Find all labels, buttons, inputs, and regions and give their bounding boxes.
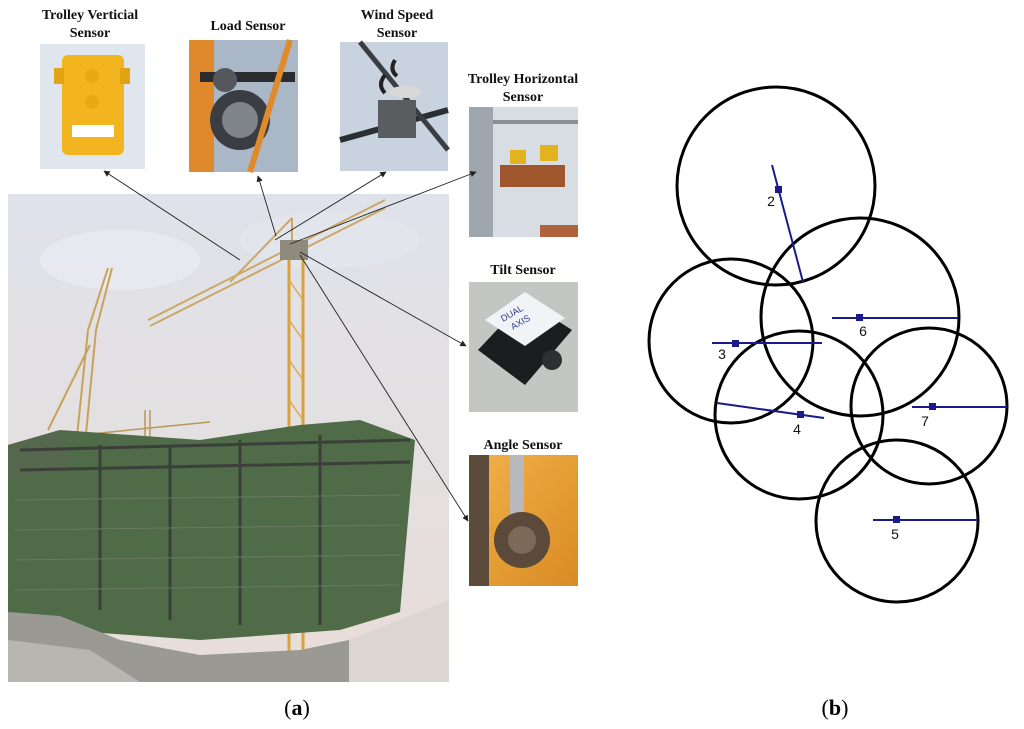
sensor-label-angle: Angle Sensor bbox=[484, 438, 563, 453]
sensor-photo-load bbox=[189, 39, 298, 173]
panel-label-b: (b) bbox=[822, 695, 849, 720]
jib-4 bbox=[716, 402, 825, 419]
sensor-label-trolley-vertical-2: Sensor bbox=[70, 26, 110, 41]
panel-label-a: (a) bbox=[284, 695, 310, 720]
sensor-photo-angle bbox=[469, 455, 578, 586]
sensor-label-wind-speed-2: Sensor bbox=[377, 26, 417, 41]
sensor-label-trolley-horizontal-2: Sensor bbox=[503, 90, 543, 105]
crane-marker-4 bbox=[797, 411, 804, 418]
arrow-to-angle bbox=[299, 254, 469, 522]
crane-number-7: 7 bbox=[921, 413, 929, 429]
sensor-photo-wind-speed bbox=[339, 40, 450, 171]
crane-marker-3 bbox=[732, 340, 739, 347]
arrow-to-tilt bbox=[299, 251, 467, 347]
crane-number-6: 6 bbox=[859, 323, 867, 339]
sensor-label-load: Load Sensor bbox=[210, 19, 285, 34]
crane-numbers: 2 3 4 5 6 7 bbox=[718, 193, 929, 542]
crane-circle-6 bbox=[759, 216, 961, 418]
jib-2 bbox=[771, 164, 804, 283]
sensor-pointer-arrows bbox=[103, 170, 477, 522]
crane-number-2: 2 bbox=[767, 193, 775, 209]
sensor-photo-trolley-vertical bbox=[40, 44, 145, 169]
crane-marker-2 bbox=[775, 186, 782, 193]
arrow-to-wind-speed bbox=[274, 171, 387, 241]
crane-number-3: 3 bbox=[718, 346, 726, 362]
panel-b: 2 3 4 5 6 7 (b) bbox=[647, 85, 1009, 720]
sensor-photo-trolley-horizontal bbox=[469, 107, 578, 237]
crane-number-5: 5 bbox=[891, 526, 899, 542]
crane-number-4: 4 bbox=[793, 421, 801, 437]
arrow-to-load bbox=[256, 175, 277, 237]
arrow-to-trolley-vertical bbox=[103, 170, 241, 261]
sensor-labels: Trolley Verticial Sensor Load Sensor Win… bbox=[42, 8, 578, 453]
sensor-photo-tilt: DUAL AXIS bbox=[469, 282, 578, 412]
crane-working-circles bbox=[647, 85, 1009, 604]
construction-site-photo bbox=[8, 194, 449, 682]
building bbox=[8, 420, 449, 682]
crane-marker-6 bbox=[856, 314, 863, 321]
crane-circle-2 bbox=[675, 85, 877, 287]
panel-a: DUAL AXIS Trolley Verticial Sensor Load … bbox=[8, 8, 578, 720]
arrow-to-trolley-horizontal bbox=[289, 171, 477, 245]
sensor-label-tilt: Tilt Sensor bbox=[490, 263, 555, 278]
sensor-label-trolley-vertical-1: Trolley Verticial bbox=[42, 8, 138, 23]
crane-marker-7 bbox=[929, 403, 936, 410]
crane-marker-5 bbox=[893, 516, 900, 523]
sensor-label-wind-speed-1: Wind Speed bbox=[361, 8, 434, 23]
crane-circle-3 bbox=[647, 257, 815, 425]
sensor-label-trolley-horizontal-1: Trolley Horizontal bbox=[468, 72, 578, 87]
crane-jibs bbox=[712, 164, 1007, 523]
crane-circle-4 bbox=[713, 329, 885, 501]
